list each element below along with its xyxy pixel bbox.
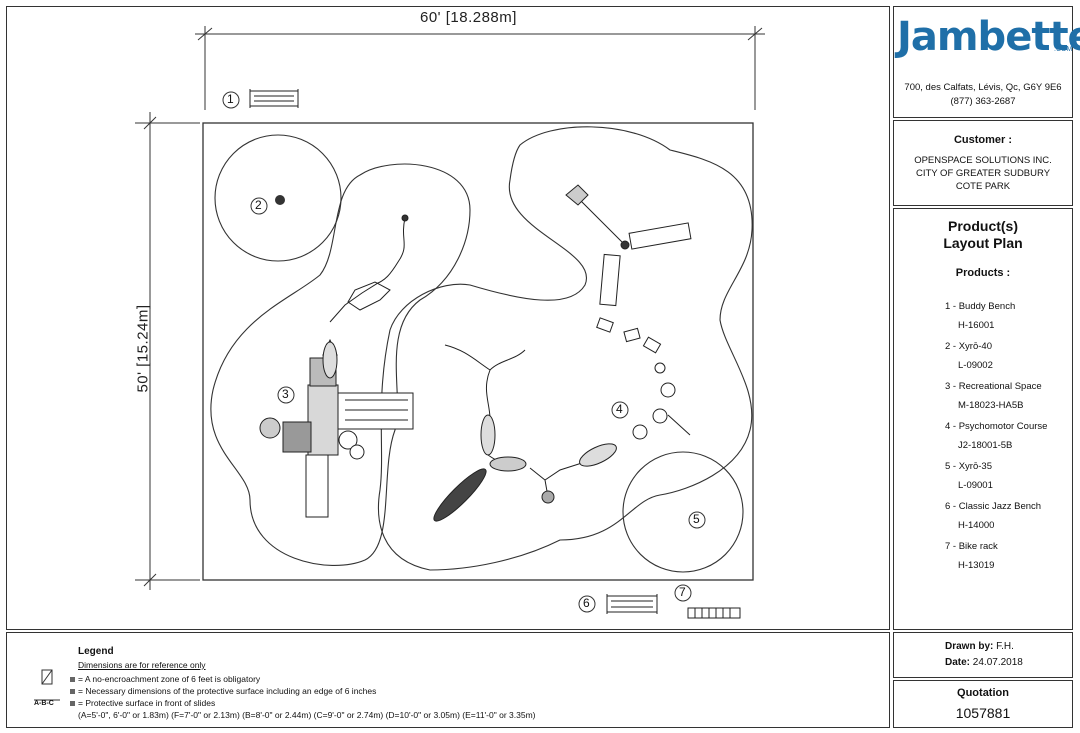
playground-drawing xyxy=(135,26,765,619)
company-logo-suffix: .COM xyxy=(1054,46,1073,53)
legend-title: Legend xyxy=(78,646,114,657)
legend-frame xyxy=(6,632,890,728)
product-name-7: 7 - Bike rack xyxy=(945,541,998,552)
height-dimension-label: 50' [15.24m] xyxy=(134,304,152,393)
drawing-frame xyxy=(6,6,890,630)
legend-line-2: = Necessary dimensions of the protective… xyxy=(78,686,377,696)
marker-label-1: 1 xyxy=(227,92,234,106)
zone-recreational-space xyxy=(210,163,471,566)
product-code-1: H-16001 xyxy=(958,320,995,331)
product-name-6: 6 - Classic Jazz Bench xyxy=(945,501,1042,512)
company-address: 700, des Calfats, Lévis, Qc, G6Y 9E6 xyxy=(904,82,1062,93)
customer-line-2: CITY OF GREATER SUDBURY xyxy=(915,168,1051,179)
marker-label-6: 6 xyxy=(583,596,590,610)
product-code-6: H-14000 xyxy=(958,520,995,531)
quotation-number: 1057881 xyxy=(955,705,1011,721)
quotation-label: Quotation xyxy=(957,687,1009,699)
quotation-panel xyxy=(893,680,1073,728)
marker-circle-7 xyxy=(674,584,692,602)
legend-swatch-3 xyxy=(70,701,75,706)
products-title-2: Layout Plan xyxy=(943,235,1023,251)
marker-label-4: 4 xyxy=(616,402,623,416)
products-heading: Products : xyxy=(955,267,1011,279)
zone-psychomotor-course xyxy=(377,126,753,571)
triad-structure xyxy=(565,184,692,307)
legend-symbol-label: A-B-C xyxy=(34,700,54,707)
product-name-5: 5 - Xyrō-35 xyxy=(945,461,992,472)
buddy-bench xyxy=(249,89,299,108)
legend-line-3: = Protective surface in front of slides xyxy=(78,698,216,708)
drawn-date-label: Date: xyxy=(945,657,971,668)
height-dimension xyxy=(135,112,200,590)
legend-symbol xyxy=(34,669,60,701)
climbing-net-left xyxy=(322,214,409,379)
marker-circle-5 xyxy=(688,511,706,529)
site-boundary xyxy=(202,122,754,581)
customer-heading: Customer : xyxy=(953,134,1013,146)
customer-panel xyxy=(893,120,1073,206)
drawn-by-value: F.H. xyxy=(996,641,1014,652)
customer-line-1: OPENSPACE SOLUTIONS INC. xyxy=(914,155,1052,166)
company-logo: Jambette xyxy=(897,14,1080,60)
product-code-5: L-09001 xyxy=(958,480,993,491)
legend-note: Dimensions are for reference only xyxy=(78,660,206,670)
drawn-by: Drawn by: F.H. xyxy=(945,641,1014,652)
marker-circle-1 xyxy=(222,91,240,109)
psychomotor-course-elements xyxy=(433,317,691,522)
marker-label-5: 5 xyxy=(693,512,700,526)
products-panel xyxy=(893,208,1073,630)
company-panel xyxy=(893,6,1073,118)
marker-label-3: 3 xyxy=(282,387,289,401)
marker-label-2: 2 xyxy=(255,198,262,212)
drawn-date-value: 24.07.2018 xyxy=(972,657,1023,668)
legend-line-1: = A no-encroachment zone of 6 feet is ob… xyxy=(78,674,261,684)
product-name-2: 2 - Xyrō-40 xyxy=(945,341,992,352)
zone-xyro40 xyxy=(214,134,342,262)
legend-swatch-1 xyxy=(70,677,75,682)
bike-rack xyxy=(687,607,741,619)
legend-swatch-2 xyxy=(70,689,75,694)
company-phone: (877) 363-2687 xyxy=(950,96,1016,107)
product-name-4: 4 - Psychomotor Course xyxy=(945,421,1048,432)
marker-circle-4 xyxy=(611,401,629,419)
legend-line-4: (A=5'-0", 6'-0" or 1.83m) (F=7'-0" or 2.… xyxy=(78,710,536,720)
xyro40-spinner xyxy=(275,195,285,205)
marker-circle-6 xyxy=(578,595,596,613)
product-code-2: L-09002 xyxy=(958,360,993,371)
product-code-4: J2-18001-5B xyxy=(958,440,1013,451)
product-name-1: 1 - Buddy Bench xyxy=(945,301,1016,312)
width-dimension xyxy=(195,26,765,110)
classic-jazz-bench xyxy=(606,594,658,614)
marker-label-7: 7 xyxy=(679,585,686,599)
product-code-7: H-13019 xyxy=(958,560,995,571)
drawn-by-label: Drawn by: xyxy=(945,641,994,652)
product-name-3: 3 - Recreational Space xyxy=(945,381,1042,392)
customer-line-3: COTE PARK xyxy=(955,181,1011,192)
marker-circle-3 xyxy=(277,386,295,404)
recreational-space-structure xyxy=(259,338,414,518)
product-code-3: M-18023-HA5B xyxy=(958,400,1024,411)
products-title-1: Product(s) xyxy=(948,218,1018,234)
width-dimension-label: 60' [18.288m] xyxy=(420,9,517,26)
drawn-panel xyxy=(893,632,1073,678)
drawn-date: Date: 24.07.2018 xyxy=(945,657,1023,668)
marker-circle-2 xyxy=(250,197,268,215)
zone-xyro35 xyxy=(622,451,744,573)
